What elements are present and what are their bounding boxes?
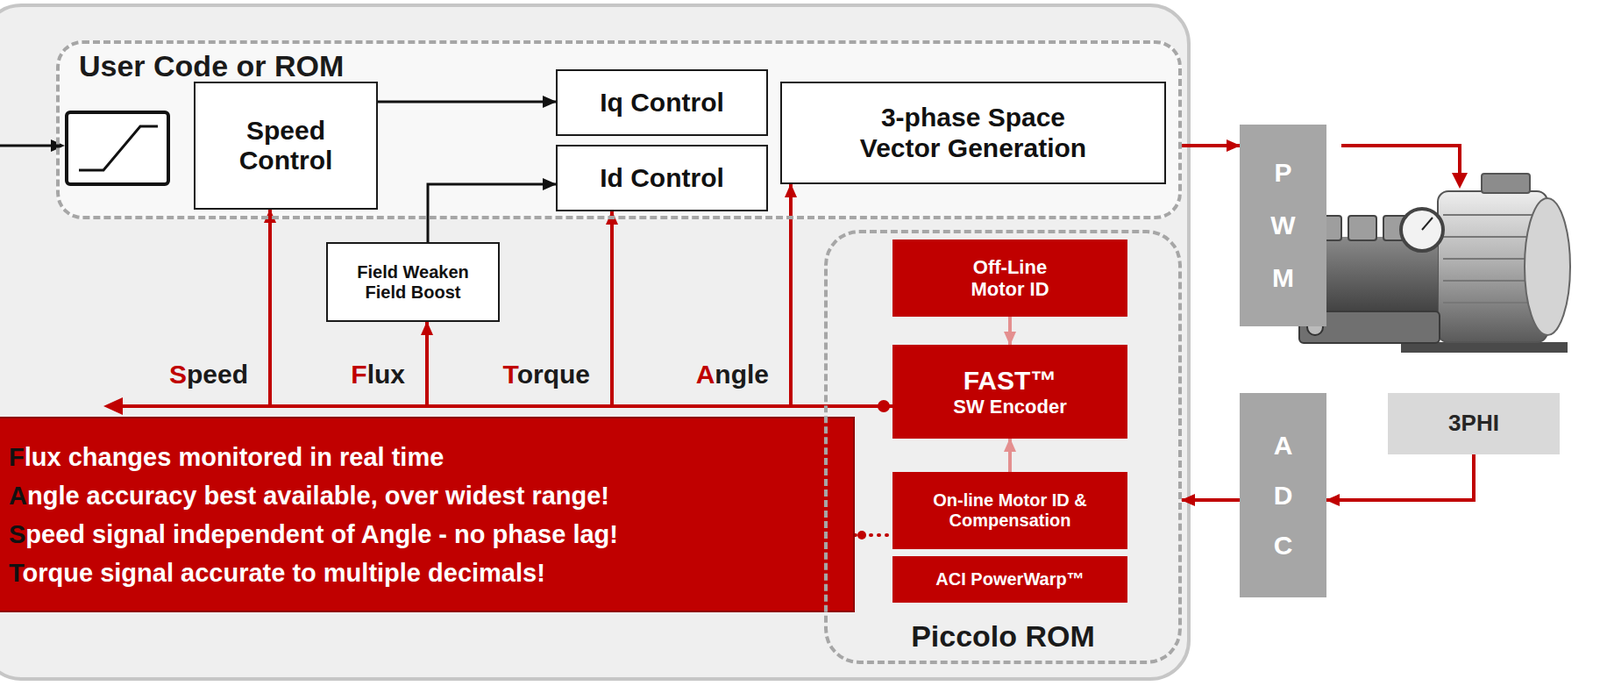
connector-arrow [1181,143,1240,148]
motor-fin [1443,213,1544,216]
outer-panel [0,5,1189,679]
speed-out-line [120,404,272,408]
motor-end-cap [1524,198,1571,335]
connector-arrow [1008,316,1012,345]
rom-region: Off-Line Motor ID FAST™SW EncoderOn-line … [824,229,1182,664]
connector-arrow [270,209,893,406]
signal-label: Speed [166,359,251,390]
gauge-needle [1422,217,1433,230]
box-label: 3PHI [1448,410,1500,437]
process-box: Iq Control [555,69,768,136]
pwm-to-motor-head [1451,172,1468,189]
rom-block: ACI PowerWarp™ [892,555,1128,603]
connector-arrow [426,321,893,406]
connector-arrow [611,211,893,406]
box-label: Iq Control [599,87,725,119]
box-label: Speed Control [206,115,365,177]
code-region-fill [56,40,1182,220]
speed-out-head [103,397,123,415]
signal-label: Angle [693,359,772,390]
ramp-box [66,112,169,185]
process-box: Id Control [555,144,768,212]
process-box: Speed Control [193,81,378,210]
pump-piston [1348,215,1377,241]
connector-arrow [1181,497,1240,502]
callout-text: Flux changes monitored in real time [8,437,444,477]
peripheral-block: ADC [1239,392,1327,598]
process-box: Field Weaken Field Boost [326,241,500,322]
connector-arrow [1326,454,1474,500]
input-arrow-line [0,144,53,148]
region-title: Piccolo ROM [827,618,1179,654]
signal-label: Torque [500,359,593,390]
box-label: Field Weaken Field Boost [347,262,479,303]
pressure-gauge [1400,208,1444,251]
region-title: User Code or ROM [78,49,344,84]
process-box: 3-phase Space Vector Generation [780,81,1167,185]
connector-arrow [854,533,893,537]
block-label: FAST™ [963,365,1058,397]
interface-box: 3PHI [1387,392,1560,455]
callout-text: Angle accuracy best available, over wide… [8,476,610,515]
callout-text: Speed signal independent of Angle - no p… [8,514,619,554]
block-label: Off-Line Motor ID [952,256,1067,301]
box-label: 3-phase Space Vector Generation [846,102,1101,164]
callout-text: Torque signal accurate to multiple decim… [8,553,546,592]
motor-junction-box [1481,173,1530,193]
block-label: ACI PowerWarp™ [935,568,1084,590]
box-label: Id Control [599,163,725,194]
signal-label: Flux [348,359,408,390]
code-region: Speed Control Iq Control Id Control 3-phase… [56,40,1182,220]
callout-box: Flux changes monitored in real timeAngle… [0,416,855,612]
ramp-symbol [78,126,158,171]
connector-arrow [427,184,556,242]
block-label: On-line Motor ID & Compensation [903,490,1117,531]
motor-pump-illustration [1299,173,1571,353]
block-label: PWM [1270,146,1297,305]
block-label: ADC [1270,419,1297,570]
peripheral-block: PWM [1239,124,1327,327]
connector-arrow [1008,438,1012,472]
pwm-to-motor-line [1341,145,1460,174]
block-label: SW Encoder [952,395,1067,418]
connector-arrow [377,100,556,104]
rom-block: On-line Motor ID & Compensation [892,471,1128,549]
rom-block: FAST™SW Encoder [892,344,1128,439]
rom-block: Off-Line Motor ID [892,239,1128,317]
